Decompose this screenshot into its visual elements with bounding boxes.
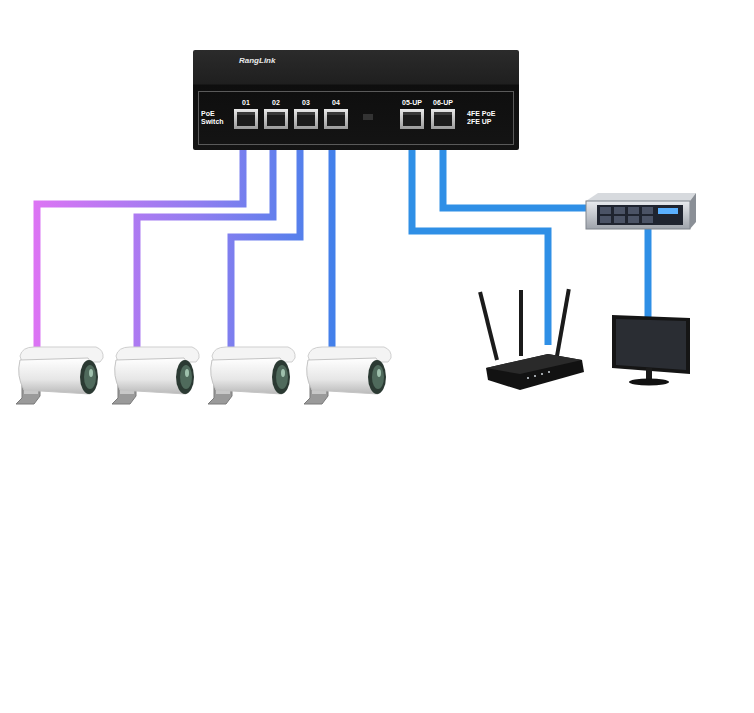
ethernet-port: 04 [321,98,351,132]
port-number: 06-UP [427,98,459,107]
rj45-jack [294,109,318,129]
rj45-opening [297,112,315,126]
rj45-opening [327,112,345,126]
rj45-opening [237,112,255,126]
port-number: 01 [231,98,261,107]
poe-switch: RangLinkPoE Switch 4FE PoE 2FE UP 01020304… [193,50,519,150]
device-label: PoE Switch [201,110,229,126]
port-number: 04 [321,98,351,107]
ethernet-port: 01 [231,98,261,132]
port-summary: 4FE PoE 2FE UP [467,110,507,126]
ethernet-port: 06-UP [427,98,459,132]
status-leds [363,114,373,120]
ethernet-port: 03 [291,98,321,132]
rj45-opening [403,112,421,126]
rj45-jack [234,109,258,129]
brand-logo: RangLink [239,56,319,65]
ethernet-port: 02 [261,98,291,132]
rj45-jack [400,109,424,129]
port-number: 05-UP [396,98,428,107]
rj45-jack [324,109,348,129]
rj45-jack [431,109,455,129]
rj45-opening [267,112,285,126]
rj45-opening [434,112,452,126]
ethernet-port: 05-UP [396,98,428,132]
rj45-jack [264,109,288,129]
port-number: 02 [261,98,291,107]
port-number: 03 [291,98,321,107]
